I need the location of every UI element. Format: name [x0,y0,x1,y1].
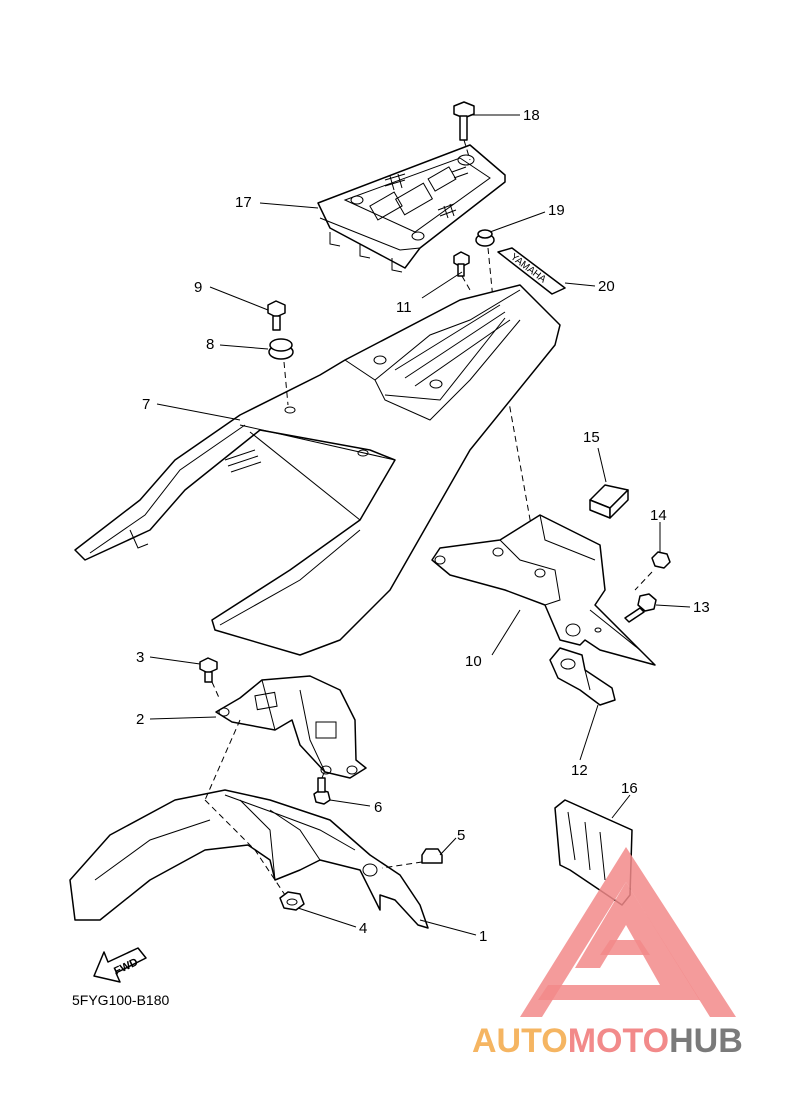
callout-12: 12 [571,762,588,779]
callout-17: 17 [235,194,252,211]
part-18-bolt [453,101,475,161]
callout-5: 5 [457,827,465,844]
callout-8: 8 [206,336,214,353]
callout-14: 14 [650,507,667,524]
part-20-decal: YAMAHA [497,247,566,295]
callout-16: 16 [621,780,638,797]
callout-3: 3 [136,649,144,666]
part-3-bolt [199,657,221,701]
part-8-collar [268,338,294,406]
callout-11: 11 [396,299,412,316]
part-7-rear-fender [74,284,561,656]
part-5-cap [381,848,443,869]
callout-20: 20 [598,278,615,295]
callout-15: 15 [583,429,600,446]
part-1-front-fender [69,719,429,929]
part-19-grommet [475,229,495,247]
watermark-text-hub: HUB [669,1022,743,1060]
callout-4: 4 [359,920,367,937]
part-15-block [589,484,629,519]
watermark-text-moto: MOTO [568,1022,669,1060]
callout-13: 13 [693,599,710,616]
callout-10: 10 [465,653,482,670]
callout-1: 1 [479,928,487,945]
callouts: 1 2 3 4 5 6 7 8 9 10 11 12 13 14 15 16 1… [136,107,710,945]
fwd-arrow-icon: FWD [93,947,147,983]
part-12-bracket [549,647,616,706]
decal-text: YAMAHA [508,252,548,286]
leader-lines [149,114,691,936]
part-14-nut [634,551,671,591]
part-6-bolt [313,769,331,805]
part-4-nut [279,891,305,911]
callout-18: 18 [523,107,540,124]
part-10-bracket [431,514,656,666]
watermark-text: AUTOMOTOHUB [472,1022,743,1060]
part-13-bolt [624,593,657,623]
watermark-logo [520,847,736,1017]
part-9-bolt [267,300,286,331]
watermark-text-auto: AUTO [472,1022,568,1060]
diagram-code: 5FYG100-B180 [72,992,169,1008]
part-17-rack [317,144,506,273]
callout-2: 2 [136,711,144,728]
callout-6: 6 [374,799,382,816]
callout-19: 19 [548,202,565,219]
part-2-bracket [215,675,367,779]
callout-7: 7 [142,396,150,413]
callout-9: 9 [194,279,202,296]
